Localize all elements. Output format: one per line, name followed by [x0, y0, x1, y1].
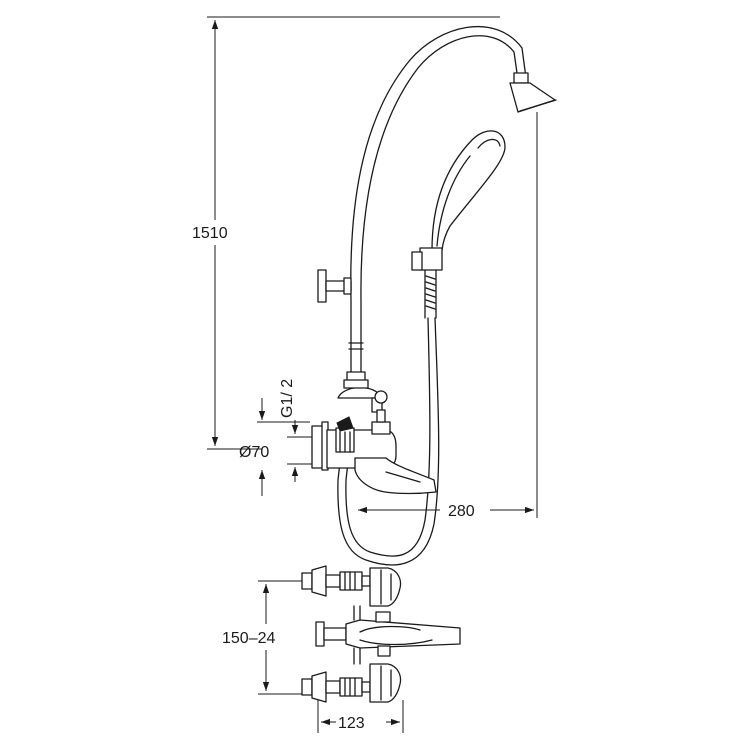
- height-dimension: 1510: [192, 16, 500, 450]
- centres-dimension-label: 150–24: [222, 630, 275, 647]
- diameter-dimension-label: Ø70: [239, 444, 269, 461]
- projection-dimension: 280: [358, 112, 538, 520]
- plan-valve-top: [301, 565, 402, 607]
- projection-dimension-label: 280: [448, 503, 475, 520]
- riser-wall-bracket: [317, 269, 352, 303]
- height-dimension-label: 1510: [192, 225, 228, 242]
- centres-dimension: 150–24: [222, 580, 320, 695]
- plan-valve-bottom: [301, 663, 402, 703]
- depth-dimension: 123: [317, 700, 404, 733]
- diameter-dimension: Ø70: [239, 420, 312, 482]
- overhead-shower-head: [509, 72, 557, 113]
- hand-shower: [411, 130, 506, 319]
- mixer-body: [311, 379, 437, 495]
- thread-dimension-label: G1/ 2: [279, 379, 296, 418]
- shower-hose: [337, 317, 440, 566]
- depth-dimension-label: 123: [338, 715, 365, 732]
- plan-spout: [315, 611, 461, 657]
- thread-dimension: G1/ 2: [257, 379, 310, 496]
- plan-view: [301, 565, 461, 703]
- shower-riser: [346, 26, 527, 383]
